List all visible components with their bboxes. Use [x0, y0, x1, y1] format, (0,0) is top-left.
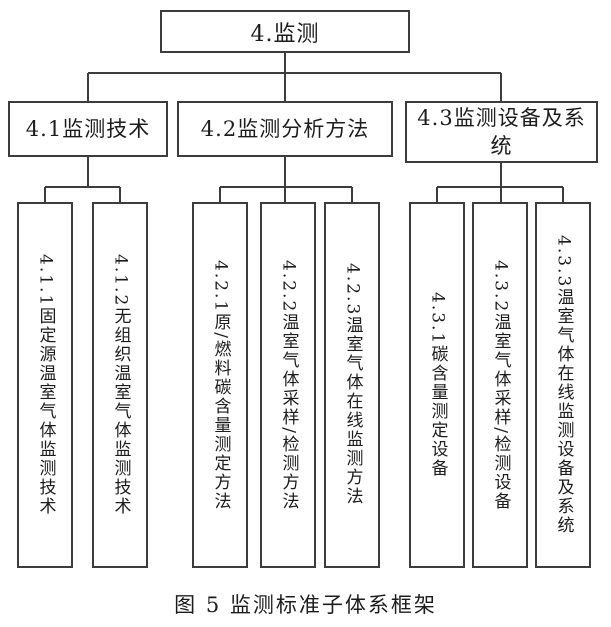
leaf-box-label: 4.1.2无组织温室气体监测技术: [110, 253, 131, 517]
leaf-box-4-1-2: 4.1.2无组织温室气体监测技术: [92, 202, 148, 568]
root-box-monitoring: 4.监测: [160, 10, 410, 53]
root-box-label: 4.监测: [250, 21, 320, 47]
leaf-box-4-3-2: 4.3.2温室气体采样/检测设备: [472, 202, 528, 568]
leaf-box-label: 4.2.3温室气体在线监测方法: [342, 263, 363, 507]
branch-box-monitoring-technology: 4.1监测技术: [8, 101, 168, 157]
leaf-box-label: 4.1.1固定源温室气体监测技术: [35, 253, 56, 517]
branch-box-label: 4.3监测设备及系统: [417, 105, 586, 158]
branch-box-monitoring-analysis-methods: 4.2监测分析方法: [177, 101, 393, 157]
leaf-box-4-2-1: 4.2.1原/燃料碳含量测定方法: [192, 202, 248, 568]
leaf-box-label: 4.3.3温室气体在线监测设备及系统: [553, 234, 574, 536]
leaf-box-4-2-2: 4.2.2温室气体采样/检测方法: [260, 202, 316, 568]
leaf-box-label: 4.3.1碳含量测定设备: [427, 291, 448, 479]
branch-box-monitoring-equipment-systems: 4.3监测设备及系统: [405, 101, 598, 163]
leaf-box-4-3-3: 4.3.3温室气体在线监测设备及系统: [535, 202, 591, 568]
leaf-box-4-2-3: 4.2.3温室气体在线监测方法: [324, 202, 380, 568]
leaf-box-4-3-1: 4.3.1碳含量测定设备: [409, 202, 465, 568]
leaf-box-label: 4.2.1原/燃料碳含量测定方法: [210, 259, 231, 511]
figure-caption: 图 5 监测标准子体系框架: [174, 593, 437, 617]
leaf-box-label: 4.3.2温室气体采样/检测设备: [490, 259, 511, 511]
leaf-box-4-1-1: 4.1.1固定源温室气体监测技术: [17, 202, 73, 568]
branch-box-label: 4.2监测分析方法: [200, 116, 370, 141]
leaf-box-label: 4.2.2温室气体采样/检测方法: [278, 259, 299, 511]
branch-box-label: 4.1监测技术: [25, 116, 151, 141]
